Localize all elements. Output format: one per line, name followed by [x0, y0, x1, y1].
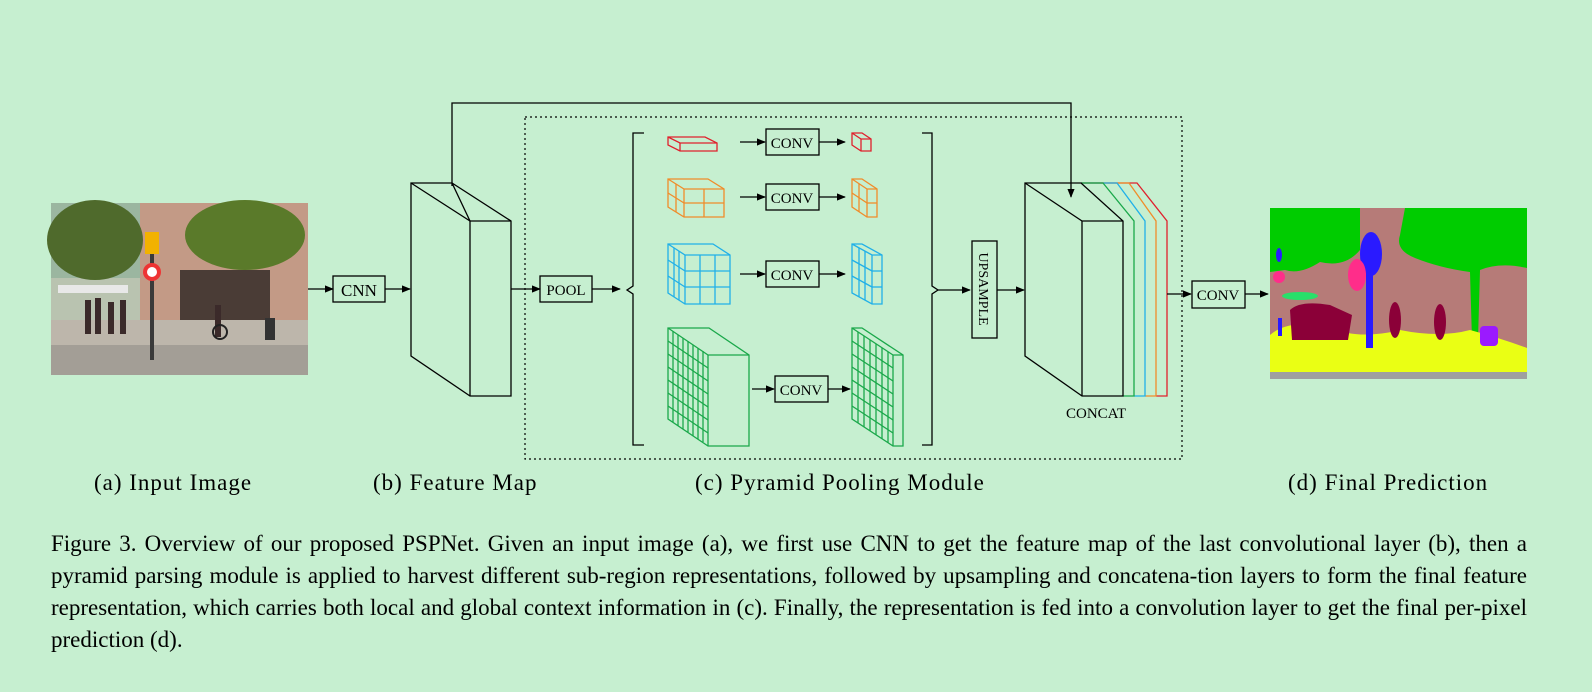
pool-level-3-input	[667, 243, 731, 305]
conv-label-2: CONV	[771, 191, 814, 207]
concat-cuboid	[1024, 182, 1168, 397]
conv-label-1: CONV	[771, 136, 814, 152]
conv-label-3: CONV	[771, 268, 814, 284]
pyramid-pooling-module-border	[524, 116, 1183, 460]
cnn-label: CNN	[341, 281, 377, 300]
pool-level-4-input	[667, 327, 750, 447]
label-input-image: (a) Input Image	[94, 470, 253, 495]
upsample-label: UPSAMPLE	[975, 252, 990, 325]
skip-connection	[451, 102, 1075, 198]
conv-label-4: CONV	[780, 383, 823, 399]
pool-label: POOL	[546, 283, 585, 299]
left-brace	[625, 132, 644, 446]
label-pyramid-pooling-module: (c) Pyramid Pooling Module	[695, 470, 985, 495]
pool-level-2-output	[851, 178, 878, 218]
figure-caption: Figure 3. Overview of our proposed PSPNe…	[51, 531, 1527, 652]
final-conv-label: CONV	[1197, 288, 1240, 304]
concat-label: CONCAT	[1066, 406, 1126, 422]
pool-level-3-output	[851, 243, 883, 305]
input-image	[47, 200, 308, 375]
pool-level-2-input	[667, 178, 725, 218]
feature-map-cuboid	[410, 182, 512, 397]
label-final-prediction: (d) Final Prediction	[1288, 470, 1489, 495]
prediction-map	[1270, 208, 1527, 379]
pool-level-1-output	[851, 132, 872, 152]
pool-level-1-input	[667, 136, 718, 152]
label-feature-map: (b) Feature Map	[373, 470, 538, 495]
right-brace	[922, 132, 940, 446]
pool-level-4-output	[851, 327, 904, 447]
